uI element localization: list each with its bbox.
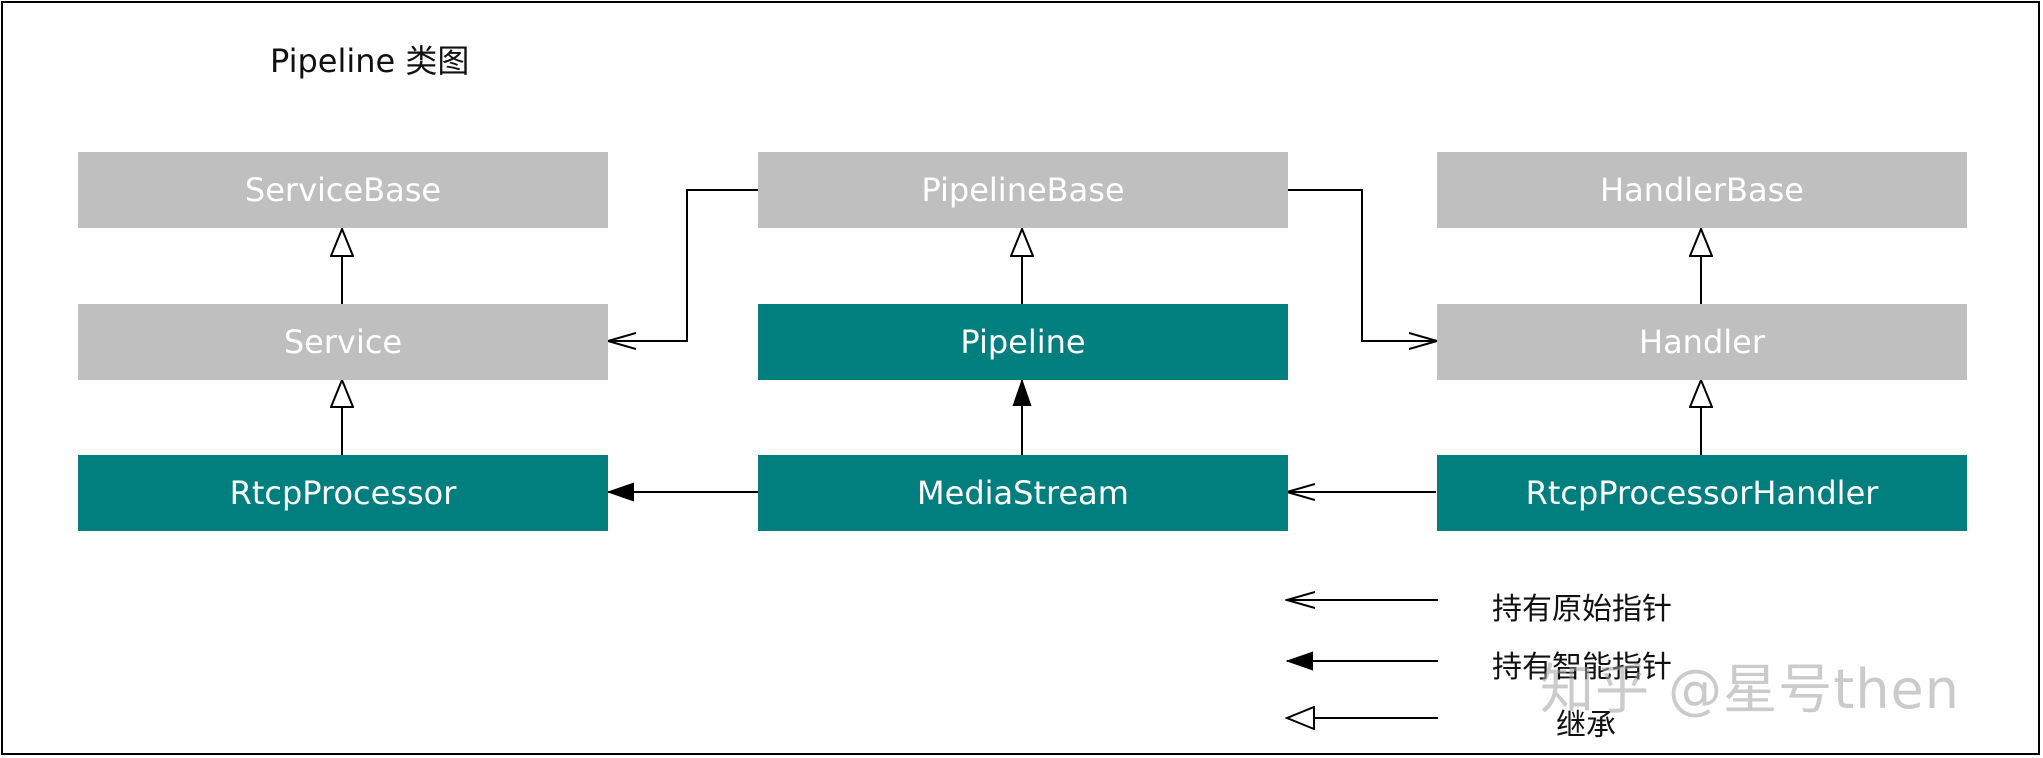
class-handlerbase: HandlerBase xyxy=(1437,152,1967,228)
rawptr-pipelinebase-to-service xyxy=(608,189,758,341)
watermark: 知乎 @星号then xyxy=(1540,658,1961,721)
legend-smart-pointer-label: 持有智能指针 xyxy=(1492,650,1672,685)
class-service: Service xyxy=(78,304,608,380)
rawptr-pipelinebase-to-handler xyxy=(1286,189,1437,341)
class-rtcpprocessor: RtcpProcessor xyxy=(78,455,608,531)
class-pipelinebase: PipelineBase xyxy=(758,152,1288,228)
class-servicebase: ServiceBase xyxy=(78,152,608,228)
class-pipeline: Pipeline xyxy=(758,304,1288,380)
class-mediastream: MediaStream xyxy=(758,455,1288,531)
diagram-title: Pipeline 类图 xyxy=(270,42,470,80)
class-handler: Handler xyxy=(1437,304,1967,380)
legend-inheritance-label: 继承 xyxy=(1556,708,1616,743)
legend-raw-pointer-label: 持有原始指针 xyxy=(1492,592,1672,627)
class-rtcpprocessorhandler: RtcpProcessorHandler xyxy=(1437,455,1967,531)
